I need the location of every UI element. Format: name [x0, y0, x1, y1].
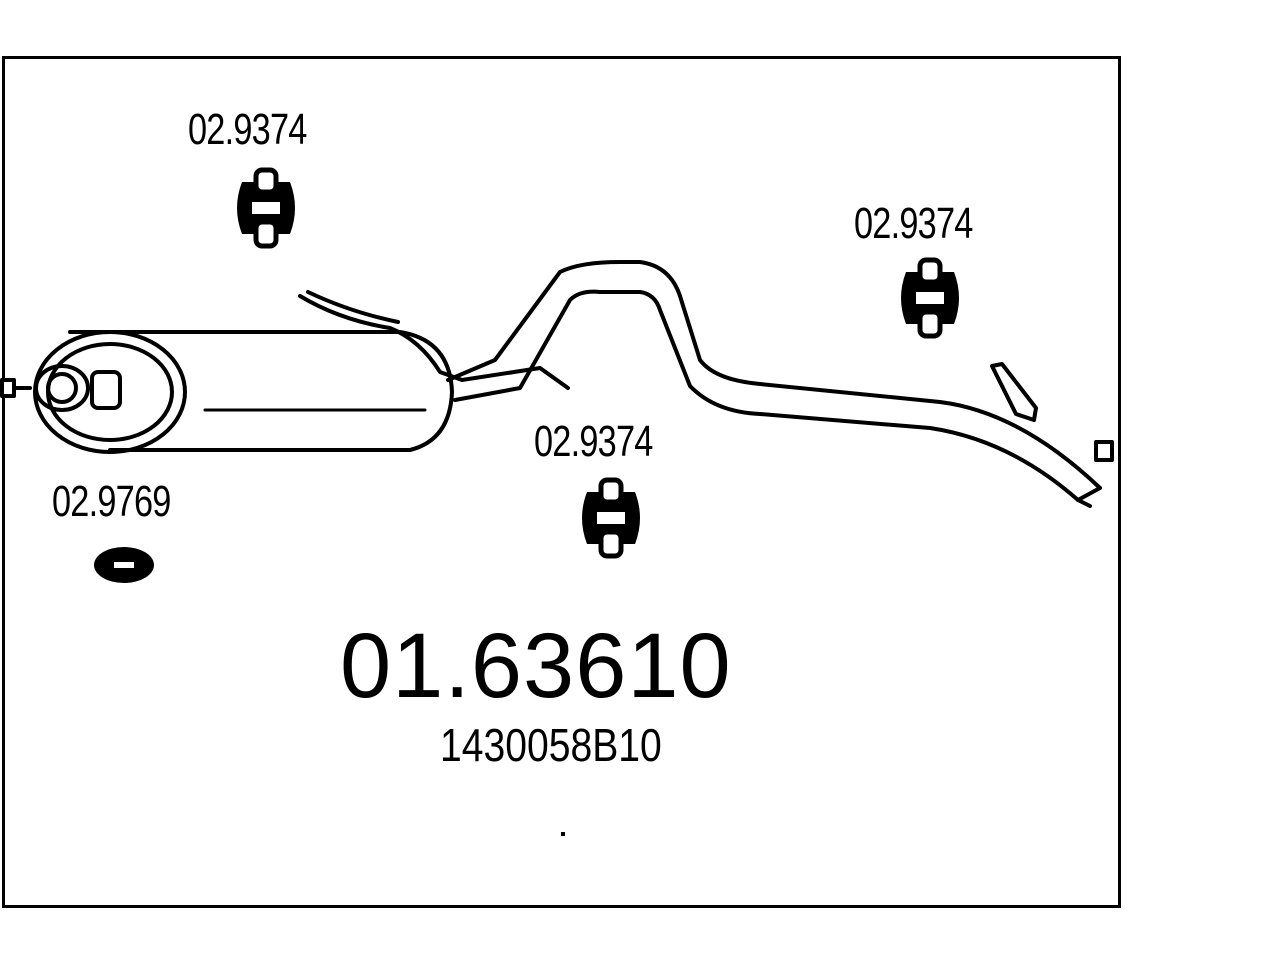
oem-number: 1430058B10: [440, 719, 662, 771]
rubber-ring-icon: [94, 547, 154, 583]
mounting-strap-inner: [306, 290, 400, 324]
part-label-hanger-3: 02.9374: [534, 417, 653, 466]
inlet-pipe: [0, 378, 32, 398]
part-label-hanger-1: 02.9374: [188, 105, 307, 154]
part-label-hanger-2: 02.9374: [854, 199, 973, 248]
rubber-hanger-icon: [237, 167, 295, 249]
mounting-strap: [298, 294, 570, 390]
part-label-ring: 02.9769: [52, 477, 171, 526]
dot-mark: [561, 832, 565, 836]
main-part-number: 01.63610: [340, 615, 732, 717]
diagram-frame: [2, 56, 1121, 908]
rubber-hanger-icon: [582, 477, 640, 559]
tailpipe: [446, 260, 1114, 508]
muffler-body: [33, 330, 454, 454]
rubber-hanger-icon: [901, 257, 959, 339]
